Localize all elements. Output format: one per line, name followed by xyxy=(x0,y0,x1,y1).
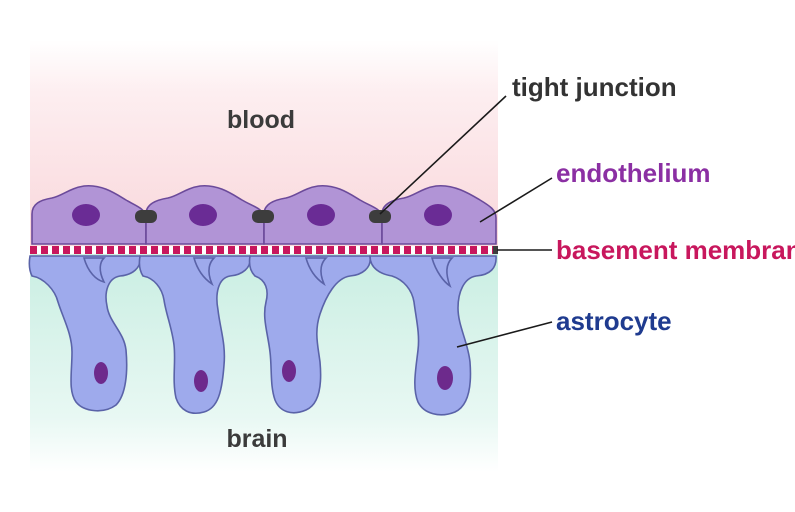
tight-junction xyxy=(252,210,274,223)
endothelium-label: endothelium xyxy=(556,158,711,188)
astrocyte-4 xyxy=(369,255,497,416)
leader-lines xyxy=(379,95,553,348)
astrocyte-endfeet xyxy=(82,257,454,289)
astrocyte-label: astrocyte xyxy=(556,306,672,336)
astrocyte-nuclei xyxy=(94,360,453,392)
astrocyte-1-endfoot xyxy=(82,257,106,284)
basement-membrane-label: basement membrane xyxy=(556,235,795,265)
astrocyte-nucleus xyxy=(282,360,296,382)
astrocyte-nucleus xyxy=(94,362,108,384)
tight-junction xyxy=(369,210,391,223)
brain-label: brain xyxy=(226,425,287,453)
astrocyte-2 xyxy=(138,255,252,414)
endothelium-nuclei xyxy=(72,204,452,226)
tight-junction-leader xyxy=(379,95,507,215)
astrocyte-1 xyxy=(28,255,142,412)
endothelial-nucleus xyxy=(424,204,452,226)
endothelium-leader xyxy=(479,177,553,223)
astrocyte-nucleus xyxy=(194,370,208,392)
endothelial-nucleus xyxy=(307,204,335,226)
basement-membrane-end xyxy=(493,246,498,254)
basement-membrane xyxy=(30,246,498,254)
astrocyte-nucleus xyxy=(437,366,453,390)
astrocyte-2-endfoot xyxy=(192,257,216,287)
astrocyte-layer xyxy=(28,255,497,416)
endothelial-nucleus xyxy=(189,204,217,226)
tight-junctions xyxy=(135,210,391,223)
tight-junction-label: tight junction xyxy=(512,72,677,102)
astrocyte-3-endfoot xyxy=(304,257,328,287)
blood-label: blood xyxy=(227,106,295,134)
tight-junction xyxy=(135,210,157,223)
astrocyte-4-endfoot xyxy=(430,257,454,289)
endothelial-nucleus xyxy=(72,204,100,226)
astrocyte-3 xyxy=(248,255,372,414)
astrocyte-leader xyxy=(456,321,553,348)
